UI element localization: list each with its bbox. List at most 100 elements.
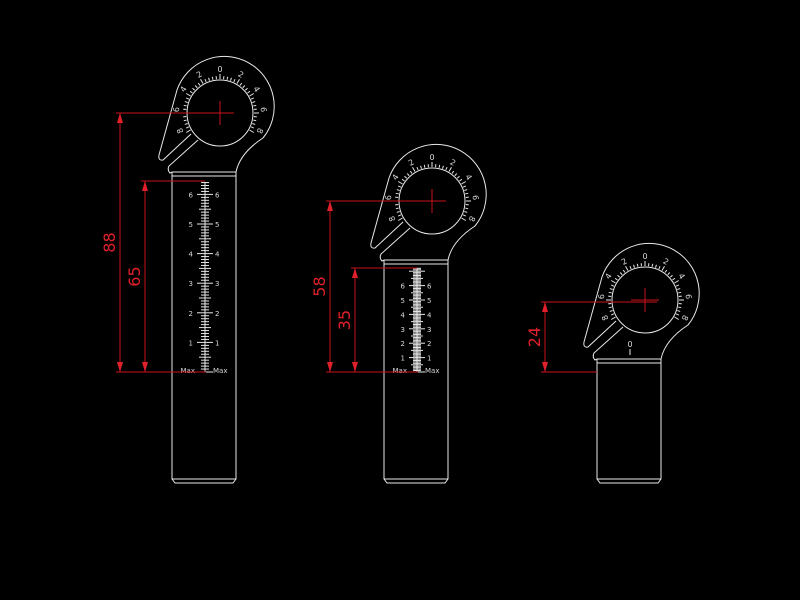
dial-label: 8 [175, 127, 185, 135]
tube-body [171, 171, 237, 484]
hook-head-outline [370, 143, 487, 262]
dial-tick [658, 265, 661, 270]
scale-max-right: Max [213, 367, 227, 375]
scale-max-left: Max [393, 367, 407, 375]
dial-tick [610, 313, 615, 316]
dial-window [611, 266, 679, 334]
dial-label: 6 [471, 195, 480, 201]
dial-tick [678, 291, 682, 294]
scale-label-left: 5 [401, 297, 405, 305]
hook-head-outline [158, 55, 275, 174]
tube-body [383, 259, 449, 484]
dial-label: 8 [387, 215, 397, 223]
dial-tick [420, 165, 422, 169]
dial-tick [622, 269, 626, 273]
dimension-35: 35 [335, 267, 418, 373]
dial-tick [250, 97, 255, 100]
scale-label-right: 5 [427, 297, 431, 305]
scale-label-right: 1 [215, 339, 219, 347]
dial-tick [194, 85, 198, 89]
dial-tick [462, 185, 467, 188]
dial-label: 2 [448, 158, 457, 168]
dial-tick [412, 166, 416, 172]
scale-label-right: 6 [427, 283, 432, 291]
dial-tick [247, 90, 251, 94]
hook-head-outline [583, 242, 700, 361]
dial-tick [226, 76, 229, 80]
scale-label-left: 3 [189, 280, 193, 288]
dimension-88: 88 [100, 112, 232, 373]
dial-tick [249, 93, 255, 97]
dial-tick [233, 78, 236, 83]
scale-label-left: 4 [189, 251, 194, 259]
dial-tick [397, 181, 403, 185]
dial-tick [677, 288, 681, 290]
dial-tick [239, 82, 243, 86]
dial-tick [183, 104, 187, 107]
scale-label-left: 6 [189, 191, 194, 199]
scale-max-left: Max [181, 367, 195, 375]
dial-tick [672, 277, 676, 281]
dial-tick [236, 78, 240, 84]
dial-tick [183, 119, 187, 122]
dial-label: 8 [255, 127, 265, 135]
dial-tick [442, 165, 444, 169]
dial-tick [459, 178, 463, 182]
tube-body [596, 358, 662, 484]
dial-label: 0 [217, 65, 222, 74]
dimension-value: 24 [525, 327, 544, 347]
dial-label: 2 [236, 70, 245, 80]
dial-tick [396, 189, 400, 191]
dial-tick [675, 284, 680, 287]
dial-label: 4 [178, 85, 188, 94]
dial-tick [184, 123, 188, 125]
dial-label: 6 [172, 107, 181, 113]
dial-tick [678, 306, 682, 309]
dial-tick [192, 87, 196, 91]
dial-tick [395, 207, 399, 210]
dial-tick [253, 119, 257, 122]
dial-tick [664, 269, 668, 273]
dial-tick [661, 265, 665, 271]
dial-tick [464, 211, 468, 213]
dial-tick [465, 192, 469, 195]
dimension-value: 58 [310, 276, 329, 296]
dial-tick [185, 97, 190, 100]
dial-tick [651, 263, 654, 267]
dial-tick [636, 263, 639, 267]
dial-tick [655, 264, 657, 268]
dial-tick [416, 166, 419, 171]
dial-tick [675, 313, 680, 316]
dial-tick [197, 82, 201, 86]
dial-tick [609, 310, 613, 312]
dial-tick [619, 272, 623, 276]
dial-tick [625, 265, 629, 271]
dial-tick [409, 170, 413, 174]
dimension-58: 58 [310, 200, 444, 373]
scale-label-right: 4 [215, 251, 220, 259]
scale-label-right: 6 [215, 191, 220, 199]
dial-tick [608, 291, 612, 294]
dial-tick [465, 207, 469, 210]
dial-tick [610, 284, 615, 287]
scale-label-right: 3 [427, 326, 431, 334]
dial-tick [674, 280, 680, 284]
scale-label-right: 4 [427, 311, 432, 319]
scale-label-right: 3 [215, 280, 219, 288]
dial-tick [208, 77, 210, 81]
dial-tick [397, 185, 402, 188]
dial-tick [252, 101, 256, 103]
dial-tick [438, 164, 441, 168]
dial-label: 8 [467, 215, 477, 223]
dial-label: 8 [680, 314, 690, 322]
dial-tick [462, 214, 467, 217]
dial-label: 4 [390, 173, 400, 182]
scale-label-right: 1 [427, 355, 431, 363]
dial-label: 0 [642, 252, 647, 261]
